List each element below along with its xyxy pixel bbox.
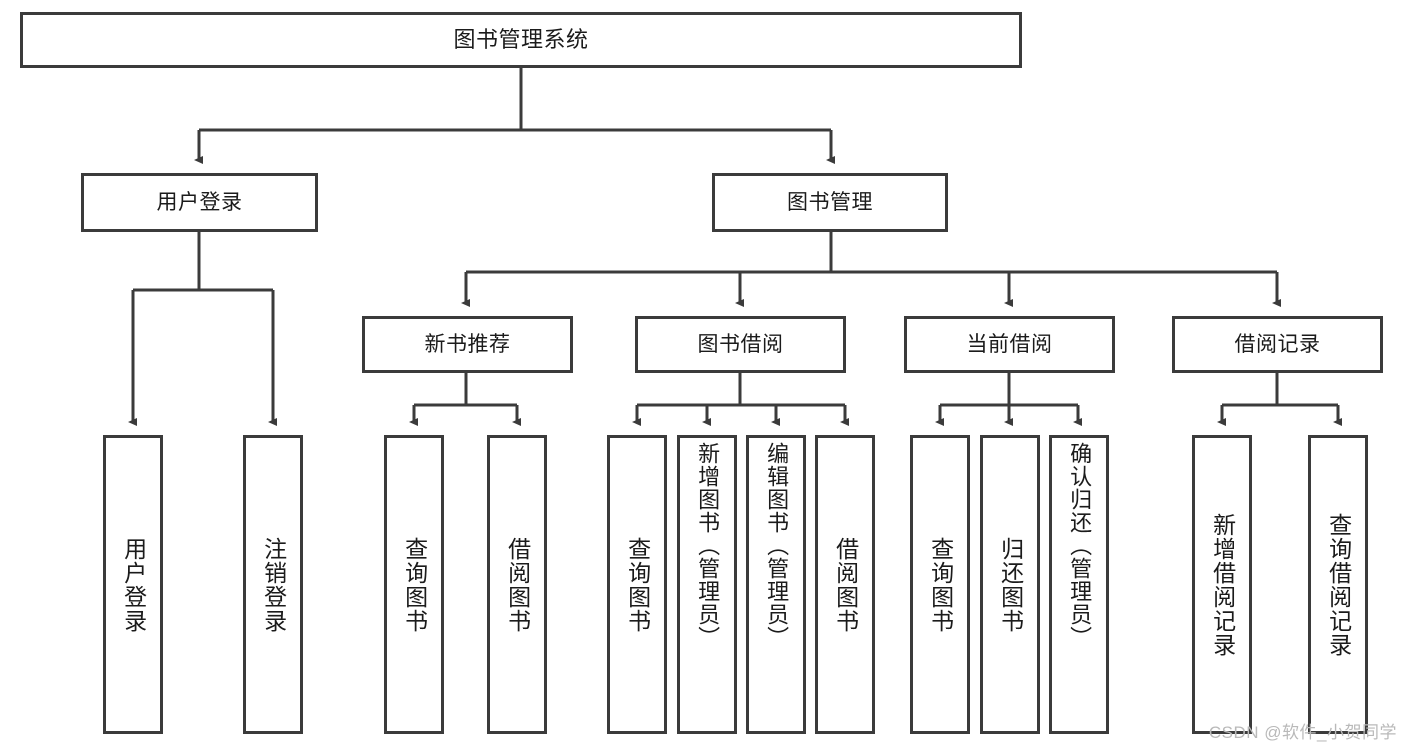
node-leaf-add-record[interactable]: 新增借阅记录 — [1192, 435, 1252, 734]
node-leaf-logout-login[interactable]: 注销登录 — [243, 435, 303, 734]
node-leaf-confirm-return[interactable]: 确认归还（管理员） — [1049, 435, 1109, 734]
node-leaf-query-book-1[interactable]: 查询图书 — [384, 435, 444, 734]
node-label: 查询借阅记录 — [1325, 512, 1352, 657]
node-new-book-recommend[interactable]: 新书推荐 — [362, 316, 573, 373]
node-label: 新增借阅记录 — [1209, 512, 1236, 657]
node-leaf-query-book-2[interactable]: 查询图书 — [607, 435, 667, 734]
node-label: 编辑图书（管理员） — [764, 442, 790, 649]
node-label: 借阅图书 — [504, 536, 531, 633]
node-book-borrow[interactable]: 图书借阅 — [635, 316, 846, 373]
node-label: 图书管理系统 — [453, 27, 589, 52]
node-user-login[interactable]: 用户登录 — [81, 173, 318, 232]
node-borrow-record[interactable]: 借阅记录 — [1172, 316, 1383, 373]
node-label: 确认归还（管理员） — [1067, 442, 1093, 649]
node-leaf-add-book[interactable]: 新增图书（管理员） — [677, 435, 737, 734]
node-leaf-query-record[interactable]: 查询借阅记录 — [1308, 435, 1368, 734]
node-leaf-borrow-book-2[interactable]: 借阅图书 — [815, 435, 875, 734]
node-leaf-user-login[interactable]: 用户登录 — [103, 435, 163, 734]
node-label: 查询图书 — [624, 536, 651, 633]
node-label: 归还图书 — [997, 536, 1024, 633]
node-leaf-borrow-book-1[interactable]: 借阅图书 — [487, 435, 547, 734]
node-label: 借阅记录 — [1234, 333, 1321, 356]
node-label: 借阅图书 — [832, 536, 859, 633]
node-leaf-edit-book[interactable]: 编辑图书（管理员） — [746, 435, 806, 734]
node-current-borrow[interactable]: 当前借阅 — [904, 316, 1115, 373]
node-leaf-query-book-3[interactable]: 查询图书 — [910, 435, 970, 734]
node-label: 用户登录 — [120, 536, 147, 633]
node-label: 图书管理 — [787, 191, 873, 214]
node-label: 查询图书 — [401, 536, 428, 633]
node-book-management[interactable]: 图书管理 — [712, 173, 948, 232]
node-root-system[interactable]: 图书管理系统 — [20, 12, 1022, 68]
csdn-watermark: CSDN @软件_小贺同学 — [1208, 723, 1397, 742]
node-label: 注销登录 — [260, 536, 287, 633]
node-label: 新书推荐 — [424, 333, 511, 356]
node-label: 图书借阅 — [697, 333, 784, 356]
node-label: 用户登录 — [156, 191, 243, 214]
node-label: 新增图书（管理员） — [695, 442, 721, 649]
node-label: 查询图书 — [927, 536, 954, 633]
node-label: 当前借阅 — [966, 333, 1053, 356]
node-leaf-return-book[interactable]: 归还图书 — [980, 435, 1040, 734]
